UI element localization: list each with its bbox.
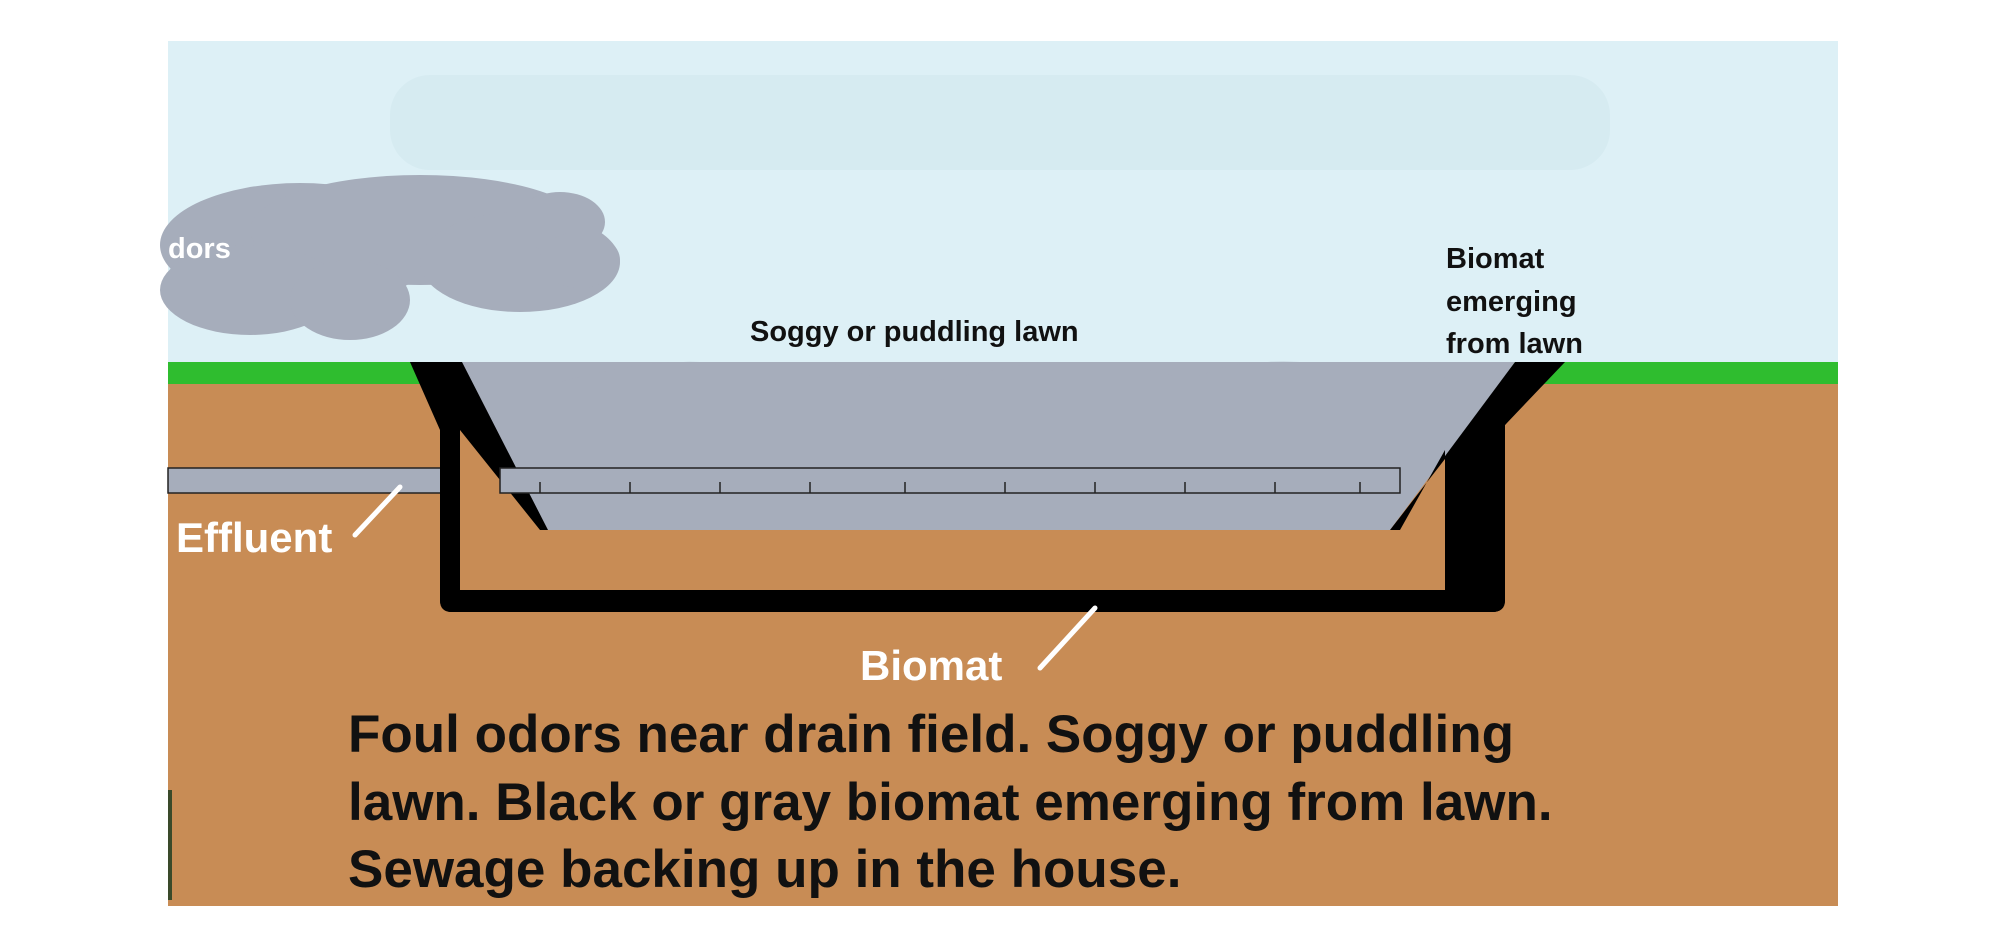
odor-cloud <box>160 175 620 340</box>
caption-line-1: Foul odors near drain field. Soggy or pu… <box>348 705 1514 764</box>
biomat-emerging-label-line2: emerging <box>1446 286 1577 318</box>
trench-edges <box>410 362 1560 612</box>
sewage-pool <box>455 362 1515 530</box>
odors-label: dors <box>168 233 231 265</box>
sewage-surface <box>560 361 1460 382</box>
biomat-emerging-label-line1: Biomat <box>1446 243 1545 275</box>
sky-haze <box>390 75 1610 170</box>
effluent-pointer <box>352 484 403 538</box>
biomat-pointer <box>1037 605 1098 671</box>
biomat-label: Biomat <box>860 642 1002 689</box>
left-edge-mark <box>168 790 172 900</box>
perforated-pipe <box>499 467 1401 494</box>
inlet-pipe <box>167 467 444 494</box>
caption-line-3: Sewage backing up in the house. <box>348 840 1181 899</box>
caption: Foul odors near drain field. Soggy or pu… <box>348 705 1553 899</box>
biomat-emerging-label-line3: from lawn <box>1446 328 1583 360</box>
effluent-label: Effluent <box>176 514 332 561</box>
caption-line-2: lawn. Black or gray biomat emerging from… <box>348 773 1553 832</box>
soggy-lawn-label: Soggy or puddling lawn <box>750 316 1079 348</box>
